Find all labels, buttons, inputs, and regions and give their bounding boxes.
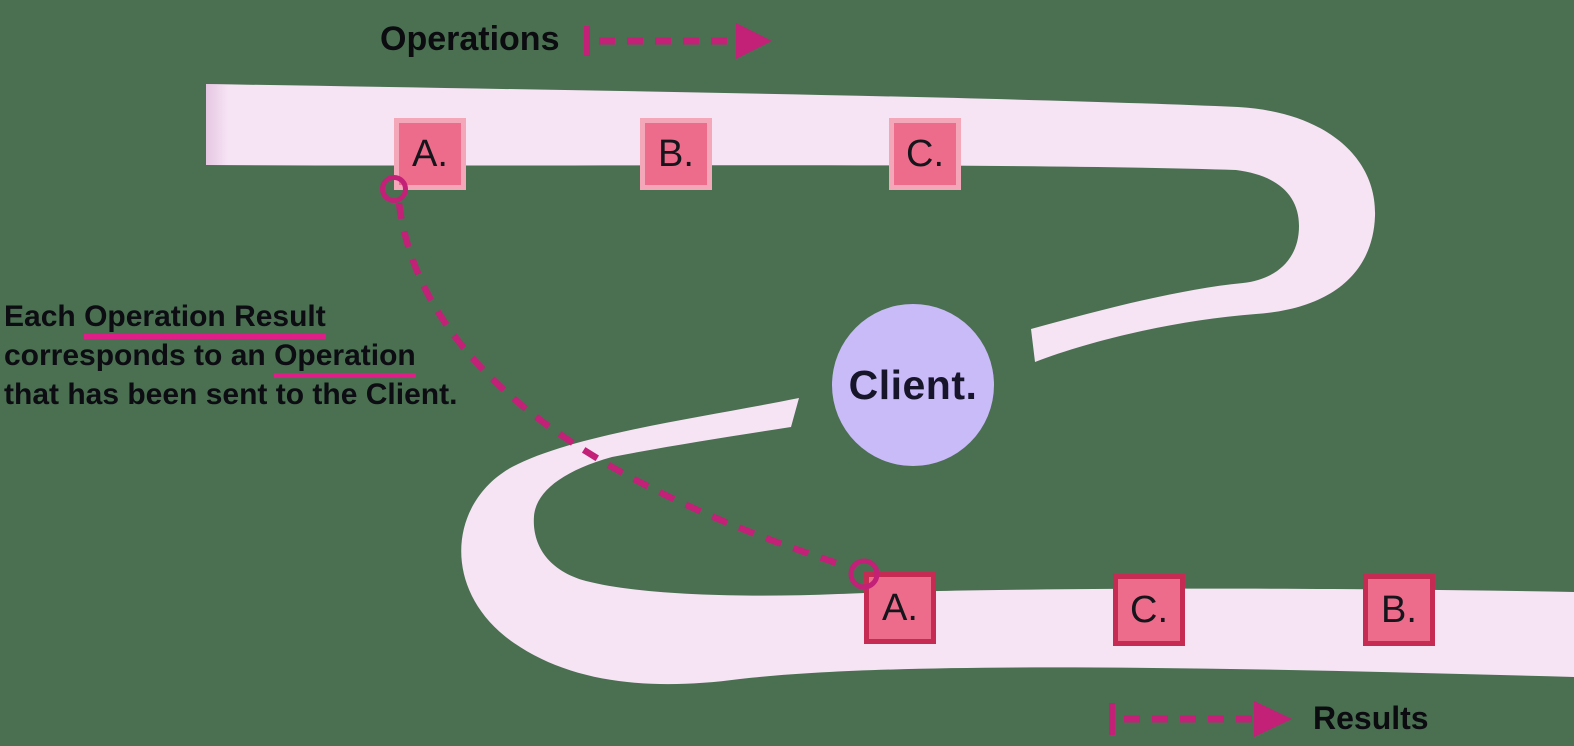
note-plain: Each xyxy=(4,300,76,333)
result-box-label: B. xyxy=(1381,588,1417,631)
note-keyword-operation-result: Operation Result xyxy=(84,300,326,339)
result-box-b-bottom: B. xyxy=(1363,574,1435,646)
results-arrow-icon xyxy=(1109,701,1292,737)
operation-box-b-top: B. xyxy=(640,118,712,190)
results-label: Results xyxy=(1313,700,1429,736)
operations-track-ribbon xyxy=(206,84,1376,362)
note-plain: corresponds to an xyxy=(4,339,266,372)
operation-box-label: B. xyxy=(658,132,694,175)
result-box-a-bottom: A. xyxy=(864,572,936,644)
note-keyword-client: Client. xyxy=(365,378,458,411)
operation-box-c-top: C. xyxy=(889,118,961,190)
note-keyword-operation: Operation xyxy=(274,339,416,378)
operations-label: Operations xyxy=(380,20,560,58)
client-node-label: Client. xyxy=(848,361,978,408)
client-node: Client. xyxy=(832,304,994,466)
ribbon-left-edge-shade xyxy=(206,84,228,165)
operation-box-label: A. xyxy=(412,132,448,175)
operation-box-label: C. xyxy=(906,132,944,175)
operation-result-link-curve xyxy=(395,202,847,570)
result-box-label: C. xyxy=(1130,588,1168,631)
results-track-ribbon xyxy=(461,398,1574,685)
operations-arrow-icon xyxy=(584,23,772,59)
note-plain: that has been sent to the xyxy=(4,378,358,411)
result-box-label: A. xyxy=(882,586,918,629)
annotation-text: Each Operation Result corresponds to an … xyxy=(4,297,524,414)
operation-box-a-top: A. xyxy=(394,118,466,190)
result-box-c-bottom: C. xyxy=(1113,574,1185,646)
link-endpoint-ring-top xyxy=(380,175,408,203)
link-endpoint-ring-bottom xyxy=(848,558,880,590)
